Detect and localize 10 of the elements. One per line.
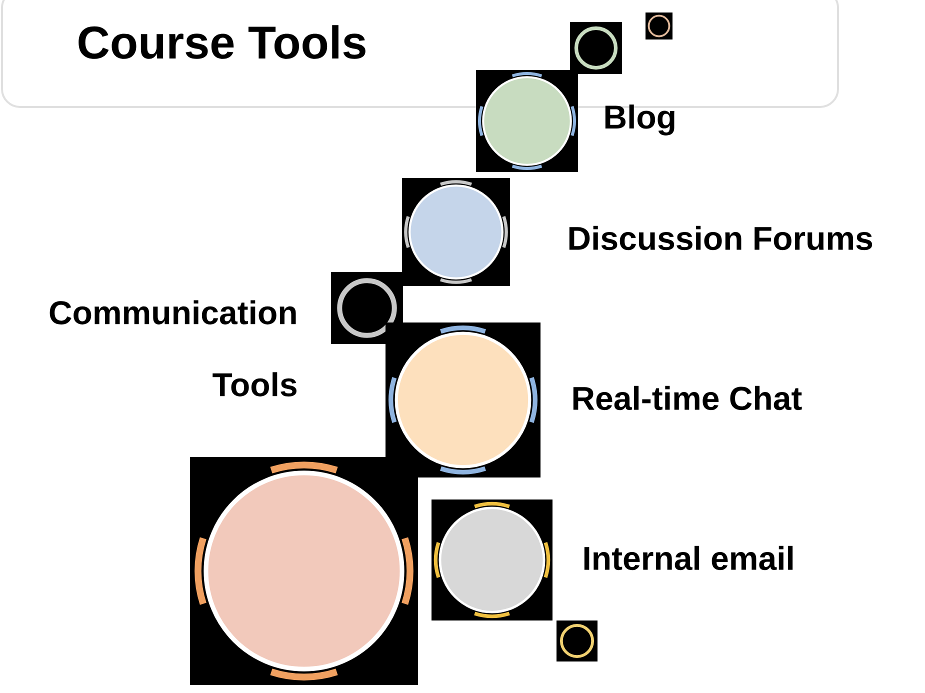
ring-square-icon bbox=[331, 272, 403, 344]
title: Course Tools bbox=[78, 25, 366, 59]
bubble-label: Blog bbox=[605, 104, 674, 136]
bubble-label: Real-time Chat bbox=[573, 386, 802, 410]
ring-square-icon bbox=[646, 12, 672, 40]
ring-square-icon bbox=[556, 620, 598, 662]
bubble-label: Communication Tools bbox=[50, 300, 296, 396]
ring-square-icon bbox=[570, 22, 622, 74]
bubble-label: Internal email bbox=[584, 546, 793, 570]
bubble-label: Discussion Forums bbox=[569, 226, 872, 250]
